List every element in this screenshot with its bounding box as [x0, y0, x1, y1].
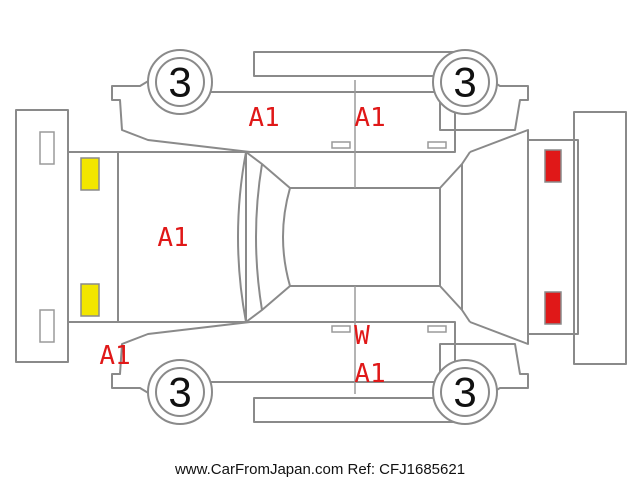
front-bumper — [15, 109, 69, 363]
damage-code-front-bumper: A1 — [99, 341, 130, 371]
hood-panel — [68, 151, 247, 323]
front-left-lamp — [80, 157, 100, 191]
front-left-wheel: 3 — [147, 49, 213, 115]
wheel-rating: 3 — [453, 369, 476, 416]
upper-roof-strip — [253, 51, 455, 77]
front-right-wheel: 3 — [147, 359, 213, 425]
wheel-rating: 3 — [453, 59, 476, 106]
cabin-roof — [237, 151, 471, 323]
rear-section — [469, 129, 579, 345]
wheel-rating: 3 — [168, 59, 191, 106]
rear-right-lamp — [544, 291, 562, 325]
damage-code-front-door: A1 — [248, 103, 279, 133]
front-right-lamp — [80, 283, 100, 317]
footer-watermark: www.CarFromJapan.com Ref: CFJ1685621 — [174, 461, 465, 478]
damage-code-w: W — [354, 321, 370, 351]
damage-code-rear-door: A1 — [354, 103, 385, 133]
rear-right-wheel: 3 — [432, 359, 498, 425]
damage-code-rear-door-lower: A1 — [354, 359, 385, 389]
rear-left-wheel: 3 — [432, 49, 498, 115]
damage-code-hood: A1 — [157, 223, 188, 253]
wheel-rating: 3 — [168, 369, 191, 416]
lower-roof-strip — [253, 397, 455, 423]
rear-bumper — [573, 111, 627, 365]
rear-left-lamp — [544, 149, 562, 183]
